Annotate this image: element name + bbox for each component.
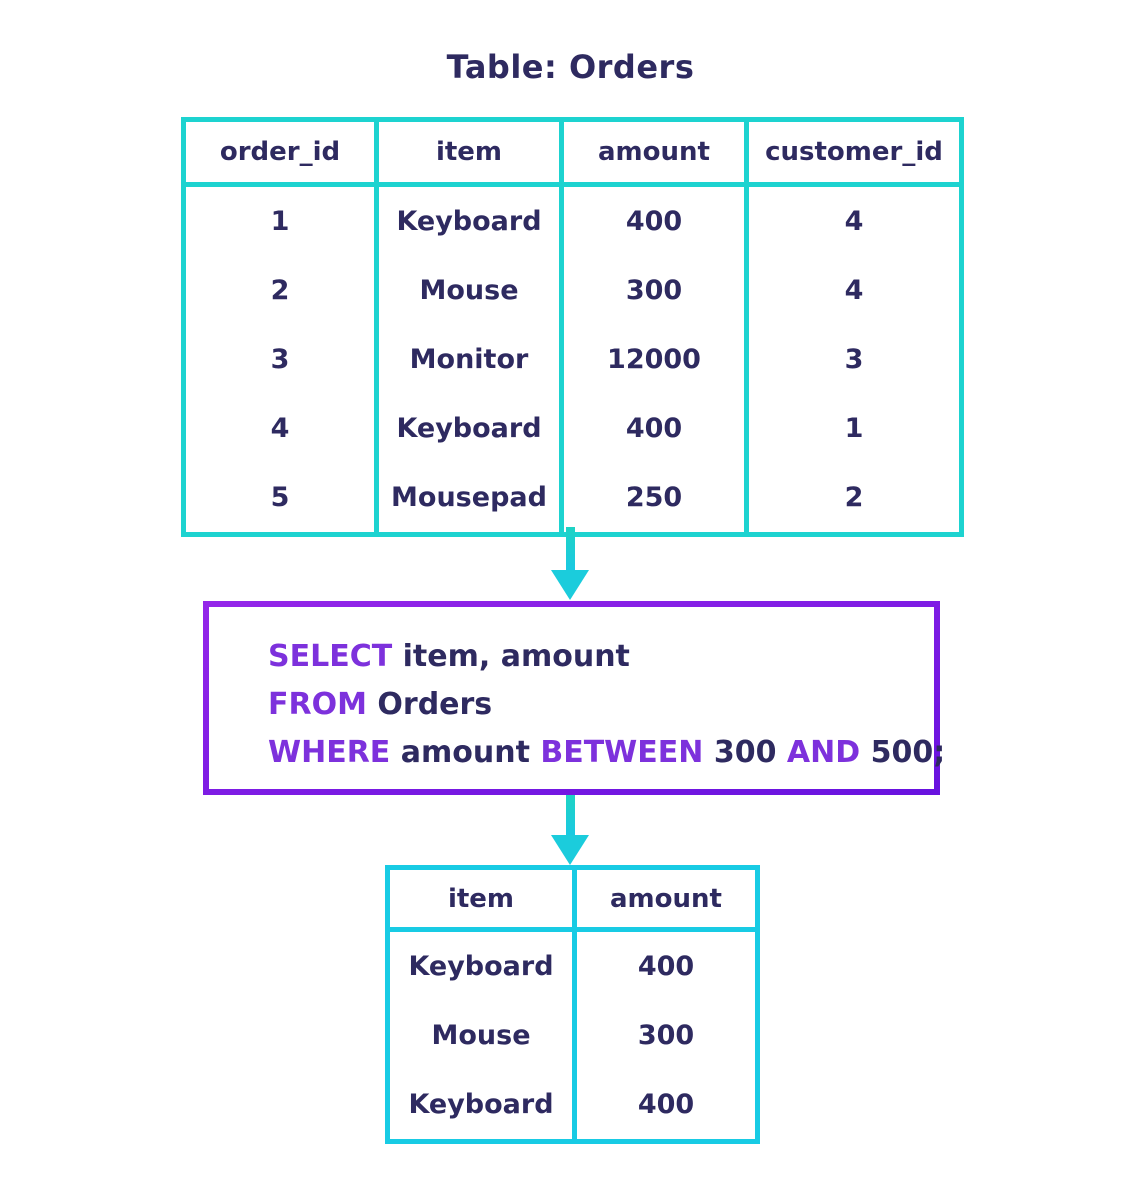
orders-header-order-id: order_id — [183, 119, 377, 187]
cell-customer-id: 4 — [744, 256, 962, 325]
cell-item: Keyboard — [374, 184, 562, 256]
page-title: Table: Orders — [446, 48, 695, 86]
cell-amount: 12000 — [559, 325, 747, 394]
sql-text: 300 — [703, 735, 787, 770]
orders-table: order_id item amount customer_id 1 Keybo… — [181, 117, 964, 537]
cell-order-id: 2 — [270, 275, 290, 306]
cell-customer-id: 1 — [744, 394, 962, 463]
sql-line-select: SELECT item, amount — [268, 633, 924, 681]
table-row: 4 Keyboard 400 1 — [184, 394, 962, 463]
cell-amount: 400 — [572, 929, 758, 1001]
arrow-shaft — [565, 527, 575, 570]
orders-table-header-row: order_id item amount customer_id — [183, 119, 962, 187]
cell-order-id: 4 — [270, 413, 290, 444]
sql-line-where: WHERE amount BETWEEN 300 AND 500; — [268, 729, 945, 777]
cell-item: Keyboard — [408, 951, 554, 982]
cell-amount: 300 — [572, 1001, 758, 1070]
result-header-item: item — [387, 867, 575, 932]
arrow-head — [551, 570, 589, 600]
down-arrow-icon — [551, 795, 589, 865]
cell-item: Monitor — [374, 325, 562, 394]
cell-item: Mouse — [374, 256, 562, 325]
table-row: 3 Monitor 12000 3 — [184, 325, 962, 394]
sql-query-box: SELECT item, amount FROM Orders WHERE am… — [203, 601, 945, 795]
table-row: Keyboard 400 — [388, 929, 758, 1001]
result-header-amount: amount — [572, 867, 758, 932]
table-row: Mouse 300 — [388, 1001, 758, 1070]
result-table: item amount Keyboard 400 Mouse 300 Keybo… — [385, 865, 760, 1144]
cell-item: Mouse — [431, 1020, 531, 1051]
down-arrow-icon — [551, 527, 589, 600]
orders-header-customer-id: customer_id — [744, 119, 962, 187]
sql-keyword: FROM — [268, 687, 367, 722]
table-row: 2 Mouse 300 4 — [184, 256, 962, 325]
sql-keyword: AND — [786, 735, 861, 770]
sql-text: 500; — [860, 735, 946, 770]
orders-header-amount: amount — [559, 119, 747, 187]
cell-customer-id: 2 — [744, 463, 962, 535]
cell-customer-id: 3 — [744, 325, 962, 394]
cell-amount: 400 — [572, 1070, 758, 1142]
orders-header-item: item — [374, 119, 562, 187]
cell-order-id: 3 — [270, 344, 290, 375]
cell-item: Keyboard — [374, 394, 562, 463]
table-row: Keyboard 400 — [388, 1070, 758, 1142]
cell-item: Keyboard — [408, 1089, 554, 1120]
result-table-header-row: item amount — [387, 867, 758, 932]
sql-keyword: WHERE — [268, 735, 391, 770]
sql-keyword: BETWEEN — [540, 735, 704, 770]
cell-amount: 300 — [559, 256, 747, 325]
cell-item: Mousepad — [374, 463, 562, 535]
table-row: 1 Keyboard 400 4 — [184, 184, 962, 256]
cell-amount: 400 — [559, 394, 747, 463]
sql-line-from: FROM Orders — [268, 681, 924, 729]
cell-order-id: 1 — [270, 206, 290, 237]
sql-text: item, amount — [392, 639, 630, 674]
cell-amount: 250 — [559, 463, 747, 535]
table-row: 5 Mousepad 250 2 — [184, 463, 962, 535]
sql-text: Orders — [366, 687, 493, 722]
arrow-head — [551, 835, 589, 865]
sql-keyword: SELECT — [268, 639, 393, 674]
sql-text: amount — [390, 735, 541, 770]
cell-customer-id: 4 — [744, 184, 962, 256]
cell-order-id: 5 — [270, 482, 290, 513]
cell-amount: 400 — [559, 184, 747, 256]
arrow-shaft — [565, 795, 575, 835]
